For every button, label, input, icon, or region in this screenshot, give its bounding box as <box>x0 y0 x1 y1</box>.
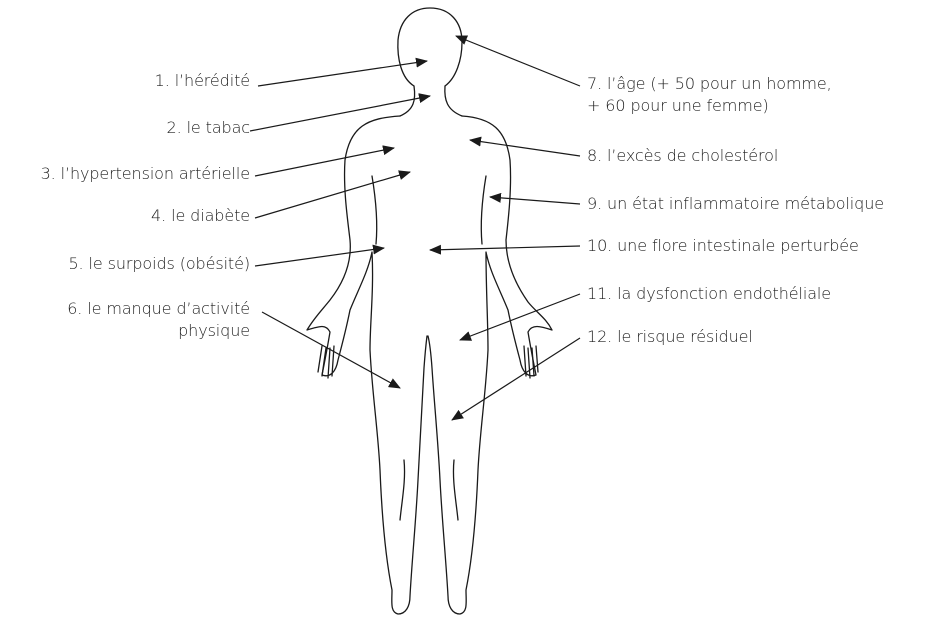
arrow-2-tabac <box>250 96 430 131</box>
label-6-line-2: physique <box>67 320 250 342</box>
label-6-line-1: 6. le manque d’activité <box>67 298 250 320</box>
label-5-surpoids: 5. le surpoids (obésité) <box>68 253 250 275</box>
left-leg-inner <box>400 460 405 520</box>
label-12-risque: 12. le risque résiduel <box>587 326 753 348</box>
right-inner-arm <box>481 176 486 244</box>
arrow-12-risque <box>452 338 580 420</box>
arrow-7-age <box>456 36 580 86</box>
human-body-outline <box>307 8 552 614</box>
head-outline <box>398 8 462 86</box>
right-leg-inner <box>453 460 458 520</box>
label-7-line-2: + 60 pour une femme) <box>587 95 832 117</box>
label-7-line-1: 7. l’âge (+ 50 pour un homme, <box>587 73 832 95</box>
label-7-age: 7. l’âge (+ 50 pour un homme, + 60 pour … <box>587 73 832 117</box>
label-6-activite: 6. le manque d’activité physique <box>67 298 250 342</box>
label-4-diabete: 4. le diabète <box>151 205 250 227</box>
label-10-flore: 10. une flore intestinale perturbée <box>587 235 859 257</box>
label-9-inflammation: 9. un état inflammatoire métabolique <box>587 193 884 215</box>
label-11-endothelium: 11. la dysfonction endothéliale <box>587 283 831 305</box>
arrow-6-activite <box>262 312 400 388</box>
arrow-4-diabete <box>255 172 410 218</box>
label-1-heredite: 1. l’hérédité <box>155 70 250 92</box>
label-2-tabac: 2. le tabac <box>167 117 250 139</box>
arrow-5-surpoids <box>255 248 384 266</box>
neck-right <box>445 86 462 116</box>
arrow-10-flore <box>430 246 580 250</box>
label-8-cholesterol: 8. l’excès de cholestérol <box>587 145 778 167</box>
body-left-outline <box>307 116 427 614</box>
label-3-hypertension: 3. l’hypertension artérielle <box>41 163 250 185</box>
left-inner-arm <box>372 176 377 244</box>
arrow-11-endothelium <box>460 294 580 340</box>
arrow-8-cholesterol <box>470 140 580 156</box>
arrow-3-hypertension <box>255 148 394 176</box>
arrow-9-inflammation <box>490 197 580 204</box>
arrow-1-heredite <box>258 61 427 86</box>
